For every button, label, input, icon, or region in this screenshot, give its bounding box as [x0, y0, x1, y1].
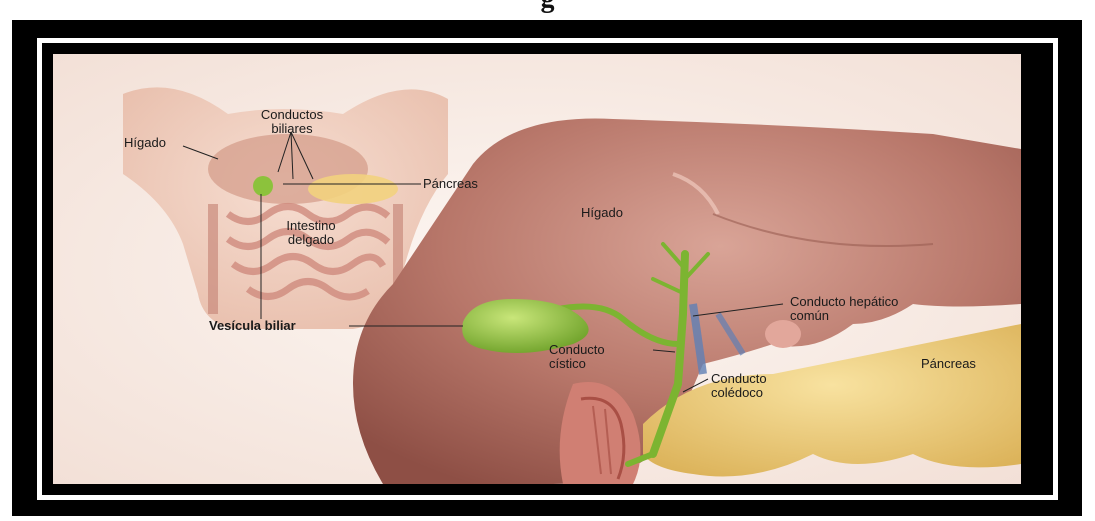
common-bile-duct-label-line1: Conducto	[711, 372, 767, 386]
main-pancreas-label: Páncreas	[921, 357, 976, 371]
vessel	[765, 320, 801, 348]
inset-ducts-label-line2: biliares	[247, 122, 337, 136]
page-title: g	[0, 0, 1095, 14]
common-hepatic-duct-label-line1: Conducto hepático	[790, 295, 898, 309]
inset-ducts-label-line1: Conductos	[247, 108, 337, 122]
inset-pancreas	[308, 174, 398, 204]
inset-intestine-label-line2: delgado	[261, 233, 361, 247]
anatomy-drawing	[53, 54, 1021, 484]
gallbladder-label: Vesícula biliar	[209, 319, 296, 333]
common-bile-duct-label-line2: colédoco	[711, 386, 763, 400]
inset-liver-label: Hígado	[124, 136, 166, 150]
anatomy-illustration: Hígado Conductos biliares Páncreas Intes…	[53, 54, 1021, 484]
common-hepatic-duct-label-line2: común	[790, 309, 829, 323]
inset-pancreas-label: Páncreas	[423, 177, 478, 191]
cystic-duct-label-line1: Conducto	[549, 343, 605, 357]
main-liver-label: Hígado	[581, 206, 623, 220]
cystic-duct-label-line2: cístico	[549, 357, 586, 371]
inset-gallbladder	[253, 176, 273, 196]
inset-intestine-label-line1: Intestino	[261, 219, 361, 233]
